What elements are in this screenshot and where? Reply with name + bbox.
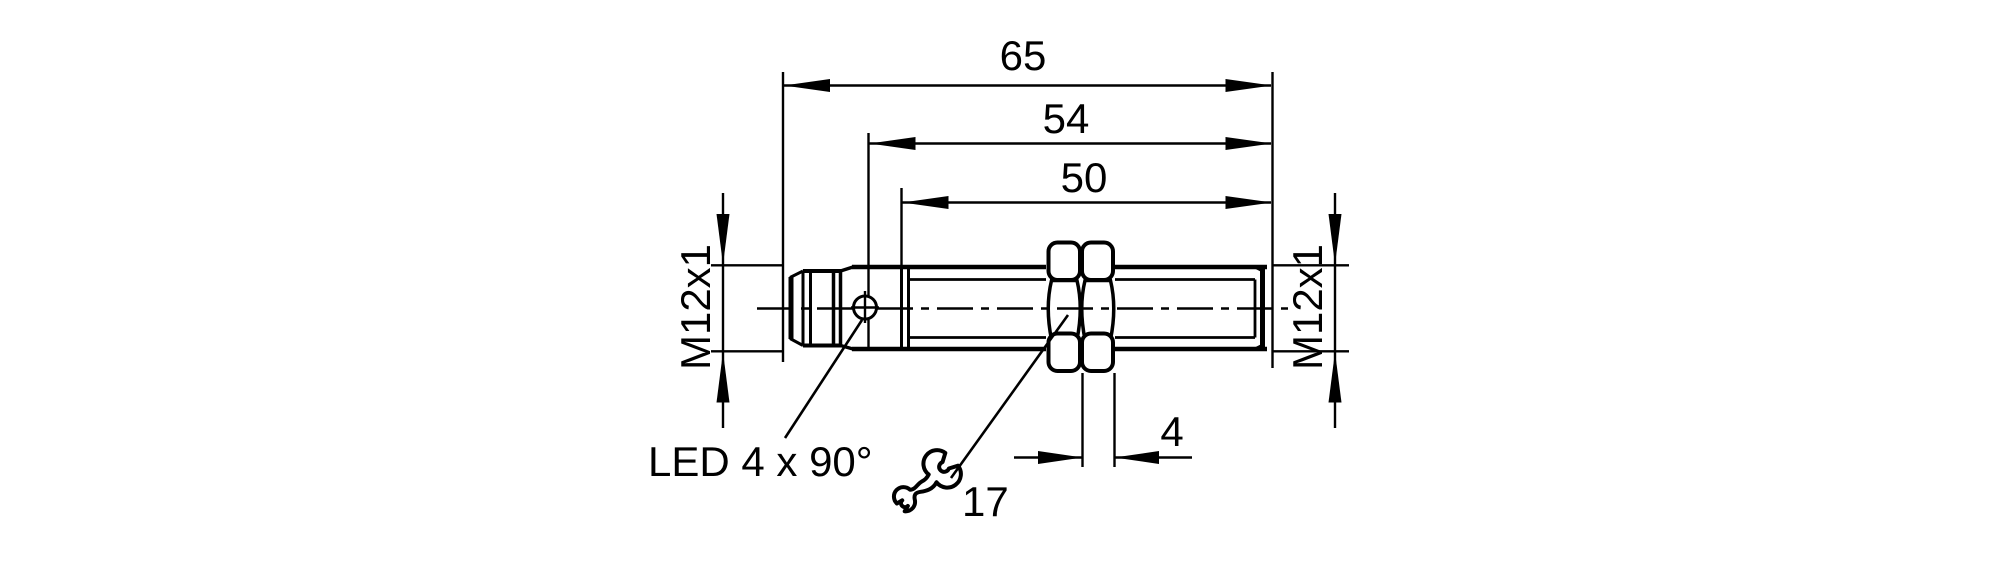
dimension-m12x1-right [1272,193,1349,428]
wrench-leader-line [949,314,1070,479]
thread-label-right: M12x1 [1284,244,1331,370]
neck-chamfer-top [839,265,854,273]
neck-chamfer-bottom [840,343,854,351]
led-leader-line [783,319,864,439]
connector-chamfer-bottom [789,337,804,347]
dimension-54 [869,137,1272,150]
dimension-50-label: 50 [1061,154,1108,201]
arrowhead-right [1225,196,1272,209]
hex-nut-corner-br [1080,331,1115,373]
arrowhead-right [1225,137,1272,150]
arrowhead-down [1328,214,1342,265]
arrowhead-left [869,137,916,150]
arrowhead-left [902,196,949,209]
dimension-54-label: 54 [1043,95,1090,142]
hex-nut [1046,240,1116,373]
hex-nut-left-facet [1046,278,1082,342]
arrowhead-left [784,79,830,92]
led-annotation-label: LED 4 x 90° [648,438,873,485]
hex-nut-right-facet [1080,278,1116,342]
thread-label-left: M12x1 [672,244,719,370]
arrowhead-right [1225,79,1272,92]
hex-nut-corner-tr [1080,240,1115,282]
leader-lines [783,314,1070,479]
dimension-50 [900,188,1272,267]
arrowhead-left-pointing [1114,451,1159,464]
wrench-outline [891,448,963,514]
hex-nut-corner-bl [1046,331,1082,373]
arrowhead-up [716,352,730,403]
led-indicator [851,291,879,323]
arrowhead-up [1328,352,1342,403]
arrowhead-down [716,214,730,265]
dimension-65-label: 65 [1000,32,1047,79]
arrowhead-right-pointing [1038,451,1083,464]
dimension-4 [1014,373,1192,467]
wrench-icon [891,448,963,514]
wrench-size-label: 17 [962,478,1009,525]
connector-chamfer-top [789,269,804,279]
dimension-65 [781,72,1274,368]
dimension-4-label: 4 [1160,408,1183,455]
hex-nut-corner-tl [1046,240,1082,282]
dimension-m12x1-left [711,193,784,428]
